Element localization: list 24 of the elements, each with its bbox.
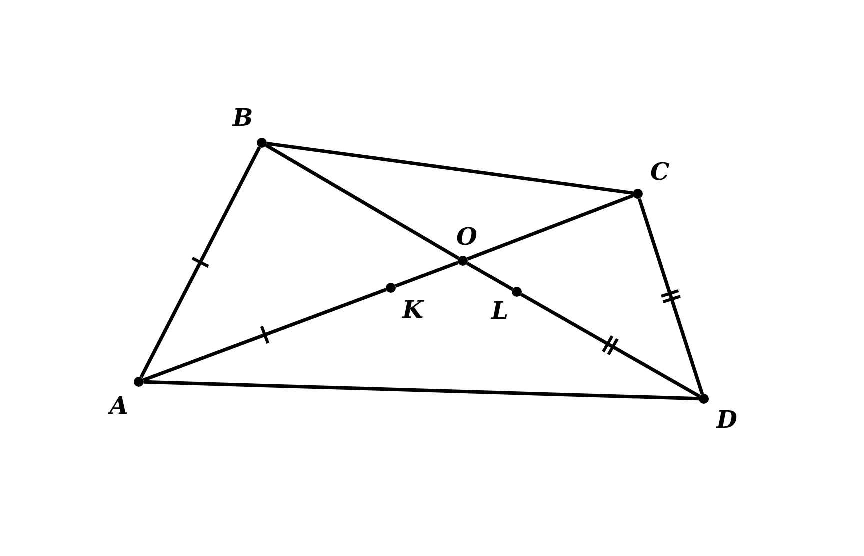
point-label: D	[716, 408, 738, 432]
point-label: K	[402, 298, 424, 322]
line-segment	[466, 262, 514, 292]
line-segment	[144, 380, 700, 401]
point-dot	[458, 256, 468, 266]
point-dot	[386, 283, 396, 293]
line-segment	[638, 198, 704, 395]
point-label: O	[456, 225, 478, 249]
point-dot	[134, 377, 144, 387]
point-dot	[699, 394, 709, 404]
point-dot	[512, 287, 522, 297]
line-segment	[266, 142, 634, 196]
line-segment	[143, 288, 387, 382]
point-dot	[633, 189, 643, 199]
line-segment	[520, 292, 701, 398]
line-segment	[140, 146, 262, 378]
point-label: B	[232, 106, 254, 130]
line-segment	[395, 261, 459, 288]
point-label: C	[650, 160, 670, 184]
line-segment	[467, 194, 634, 261]
line-segment	[265, 144, 460, 260]
point-dot	[257, 138, 267, 148]
point-label: A	[110, 394, 128, 418]
point-label: L	[492, 299, 508, 323]
